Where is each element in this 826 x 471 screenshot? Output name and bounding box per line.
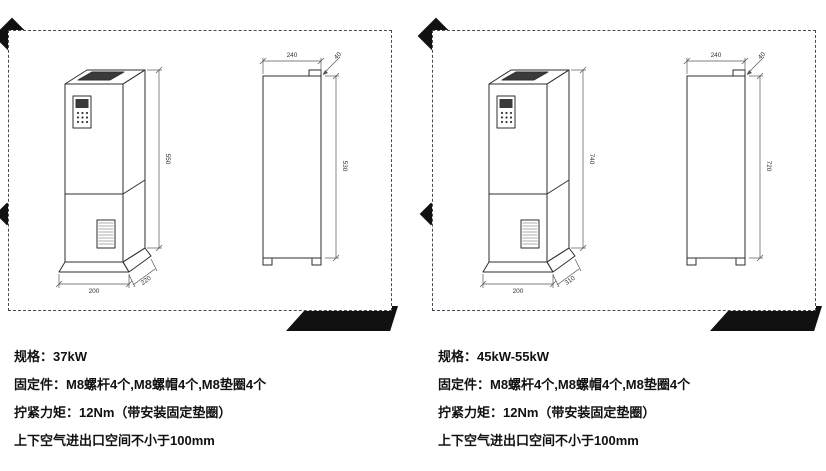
drawing-frame: 550 200 220 240 40 530 xyxy=(8,30,392,311)
side-outline xyxy=(683,56,764,266)
spec-line-torque: 拧紧力矩：12Nm（带安装固定垫圈） xyxy=(14,405,232,420)
spec-list-45-55kw: 规格：45kW-55kW 固定件：M8螺杆4个,M8螺帽4个,M8垫圈4个 拧紧… xyxy=(432,343,816,455)
dim-label-sv-top: 240 xyxy=(286,52,297,59)
dim-label-front-width: 200 xyxy=(88,288,99,294)
spec-list-37kw: 规格：37kW 固定件：M8螺杆4个,M8螺帽4个,M8垫圈4个 拧紧力矩：12… xyxy=(8,343,392,455)
side-view-drawing: 240 40 530 xyxy=(259,51,348,266)
perspective-drawing: 550 200 220 xyxy=(55,66,171,294)
cabinet-outline xyxy=(55,66,162,289)
drawing-box-45-55kw: 740 200 310 240 40 720 xyxy=(417,17,822,331)
dim-label-sv-height: 720 xyxy=(765,161,772,172)
panel-45-55kw: 740 200 310 240 40 720 规格：45kW-55kW 固定件：… xyxy=(417,17,822,455)
spec-line-clearance: 上下空气进出口空间不小于100mm xyxy=(438,433,639,448)
drawing-box-37kw: 550 200 220 240 40 530 xyxy=(0,17,398,331)
dim-label-height: 550 xyxy=(164,154,171,165)
dim-label-sv-angle: 40 xyxy=(756,51,766,61)
spec-line-model: 规格：37kW xyxy=(14,349,87,364)
drawing-frame: 740 200 310 240 40 720 xyxy=(432,30,816,311)
perspective-drawing: 740 200 310 xyxy=(479,66,595,294)
side-view-drawing: 240 40 720 xyxy=(683,51,772,266)
dim-label-depth: 220 xyxy=(139,275,152,287)
cabinet-outline xyxy=(479,66,586,289)
spec-line-fasteners: 固定件：M8螺杆4个,M8螺帽4个,M8垫圈4个 xyxy=(438,377,691,392)
spec-line-model: 规格：45kW-55kW xyxy=(438,349,549,364)
manual-page: 550 200 220 240 40 530 规格：37kW 固定件：M8螺杆4… xyxy=(0,17,822,455)
side-outline xyxy=(259,56,340,266)
panel-37kw: 550 200 220 240 40 530 规格：37kW 固定件：M8螺杆4… xyxy=(0,17,398,455)
dim-label-height: 740 xyxy=(588,154,595,165)
dim-label-sv-top: 240 xyxy=(710,52,721,59)
dim-label-sv-height: 530 xyxy=(341,161,348,172)
spec-line-torque: 拧紧力矩：12Nm（带安装固定垫圈） xyxy=(438,405,656,420)
spec-line-fasteners: 固定件：M8螺杆4个,M8螺帽4个,M8垫圈4个 xyxy=(14,377,267,392)
dim-label-front-width: 200 xyxy=(512,288,523,294)
spec-line-clearance: 上下空气进出口空间不小于100mm xyxy=(14,433,215,448)
dim-label-depth: 310 xyxy=(563,275,576,287)
dim-label-sv-angle: 40 xyxy=(332,51,342,61)
